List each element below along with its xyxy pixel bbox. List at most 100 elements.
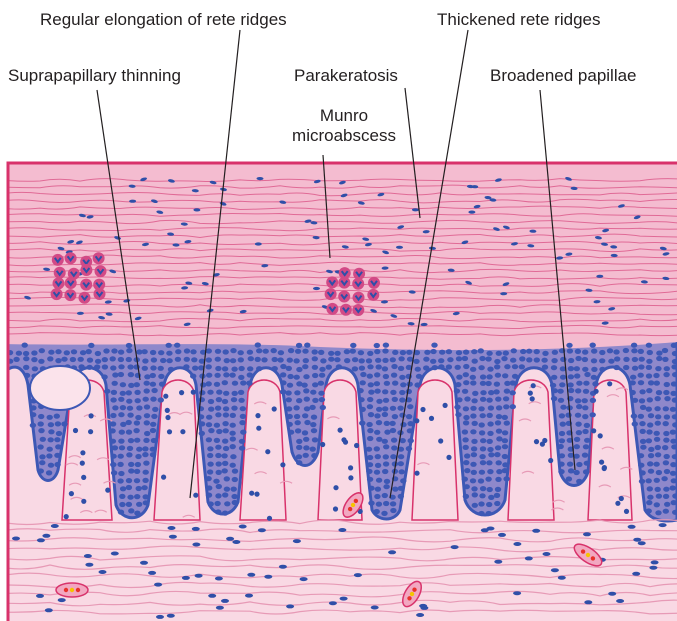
keratinocyte (142, 358, 148, 363)
keratinocyte (407, 428, 413, 433)
keratinocyte (638, 463, 644, 468)
keratinocyte (366, 469, 372, 474)
fibroblast-nucleus (558, 576, 566, 580)
keratinocyte (503, 396, 509, 401)
keratinocyte (510, 380, 516, 385)
keratinocyte (486, 511, 492, 516)
keratinocyte (496, 405, 502, 410)
keratinocyte (296, 343, 302, 348)
papilla-nucleus (338, 428, 343, 433)
keratinocyte (54, 453, 60, 458)
keratinocyte (670, 391, 676, 396)
keratinocyte (471, 470, 477, 475)
keratinocyte (559, 382, 565, 387)
keratinocyte (575, 422, 581, 427)
epidermal-cavity (30, 366, 90, 410)
keratinocyte (22, 343, 28, 348)
keratinocyte (344, 358, 350, 363)
keratinocyte (613, 349, 619, 354)
keratinocyte (150, 382, 156, 387)
keratinocyte (118, 397, 124, 402)
keratinocyte (119, 502, 125, 507)
keratinocyte (398, 356, 404, 361)
keratinocyte (296, 398, 302, 403)
keratinocyte (118, 364, 124, 369)
keratinocyte (374, 509, 380, 514)
keratinocyte (126, 478, 132, 483)
fibroblast-nucleus (148, 571, 156, 575)
keratinocyte (670, 430, 676, 435)
keratinocyte (480, 460, 486, 465)
keratinocyte (231, 494, 237, 499)
keratinocyte (376, 407, 382, 412)
keratinocyte (480, 486, 486, 491)
keratinocyte (151, 438, 157, 443)
keratinocyte (454, 405, 460, 410)
keratinocyte (670, 439, 676, 444)
keratinocyte (312, 365, 318, 370)
keratinocyte (128, 438, 134, 443)
keratinocyte (480, 413, 486, 418)
keratinocyte (319, 373, 325, 378)
keratinocyte (160, 358, 166, 363)
keratinocyte (664, 414, 670, 419)
keratinocyte (358, 350, 364, 355)
keratinocyte (111, 390, 117, 395)
keratinocyte (200, 382, 206, 387)
keratinocyte (390, 428, 396, 433)
keratinocyte (599, 367, 605, 372)
keratinocyte (480, 390, 486, 395)
keratinocyte (582, 398, 588, 403)
keratinocyte (471, 486, 477, 491)
label-parakeratosis: Parakeratosis (294, 66, 398, 86)
keratinocyte (328, 357, 334, 362)
papilla-nucleus (429, 416, 434, 421)
fibroblast-nucleus (513, 591, 521, 595)
papilla-nucleus (348, 465, 353, 470)
keratinocyte (654, 381, 660, 386)
keratinocyte (255, 357, 261, 362)
keratinocyte (382, 412, 388, 417)
keratinocyte (462, 429, 468, 434)
keratinocyte (61, 421, 67, 426)
papilla-nucleus (81, 475, 86, 480)
keratinocyte (392, 414, 398, 419)
keratinocyte (582, 367, 588, 372)
keratinocyte (613, 365, 619, 370)
keratinocyte (136, 486, 142, 491)
keratinocyte (495, 477, 501, 482)
fibroblast-nucleus (84, 554, 92, 558)
keratinocyte (541, 358, 547, 363)
keratinocyte (534, 357, 540, 362)
keratinocyte (504, 421, 510, 426)
keratinocyte (590, 343, 596, 348)
keratinocyte (494, 364, 500, 369)
keratinocyte (487, 447, 493, 452)
keratinocyte (664, 382, 670, 387)
keratinocyte (639, 398, 645, 403)
keratinocyte (144, 420, 150, 425)
keratinocyte (439, 350, 445, 355)
papilla-nucleus (80, 450, 85, 455)
neutrophil (326, 276, 338, 288)
keratinocyte (383, 484, 389, 489)
neutrophil (65, 277, 77, 289)
keratinocyte (136, 405, 142, 410)
keratinocyte (215, 349, 221, 354)
keratinocyte (38, 421, 44, 426)
keratinocyte (400, 422, 406, 427)
keratinocyte (133, 428, 139, 433)
fibroblast-nucleus (416, 613, 424, 617)
keratinocyte (48, 422, 54, 427)
keratinocyte (632, 366, 638, 371)
keratinocyte (376, 399, 382, 404)
keratinocyte (383, 501, 389, 506)
papilla-nucleus (105, 488, 110, 493)
keratinocyte (382, 366, 388, 371)
keratinocyte (655, 421, 661, 426)
keratinocyte (584, 423, 590, 428)
keratinocyte (592, 381, 598, 386)
keratinocyte (646, 365, 652, 370)
keratinocyte (287, 374, 293, 379)
keratinocyte (576, 381, 582, 386)
